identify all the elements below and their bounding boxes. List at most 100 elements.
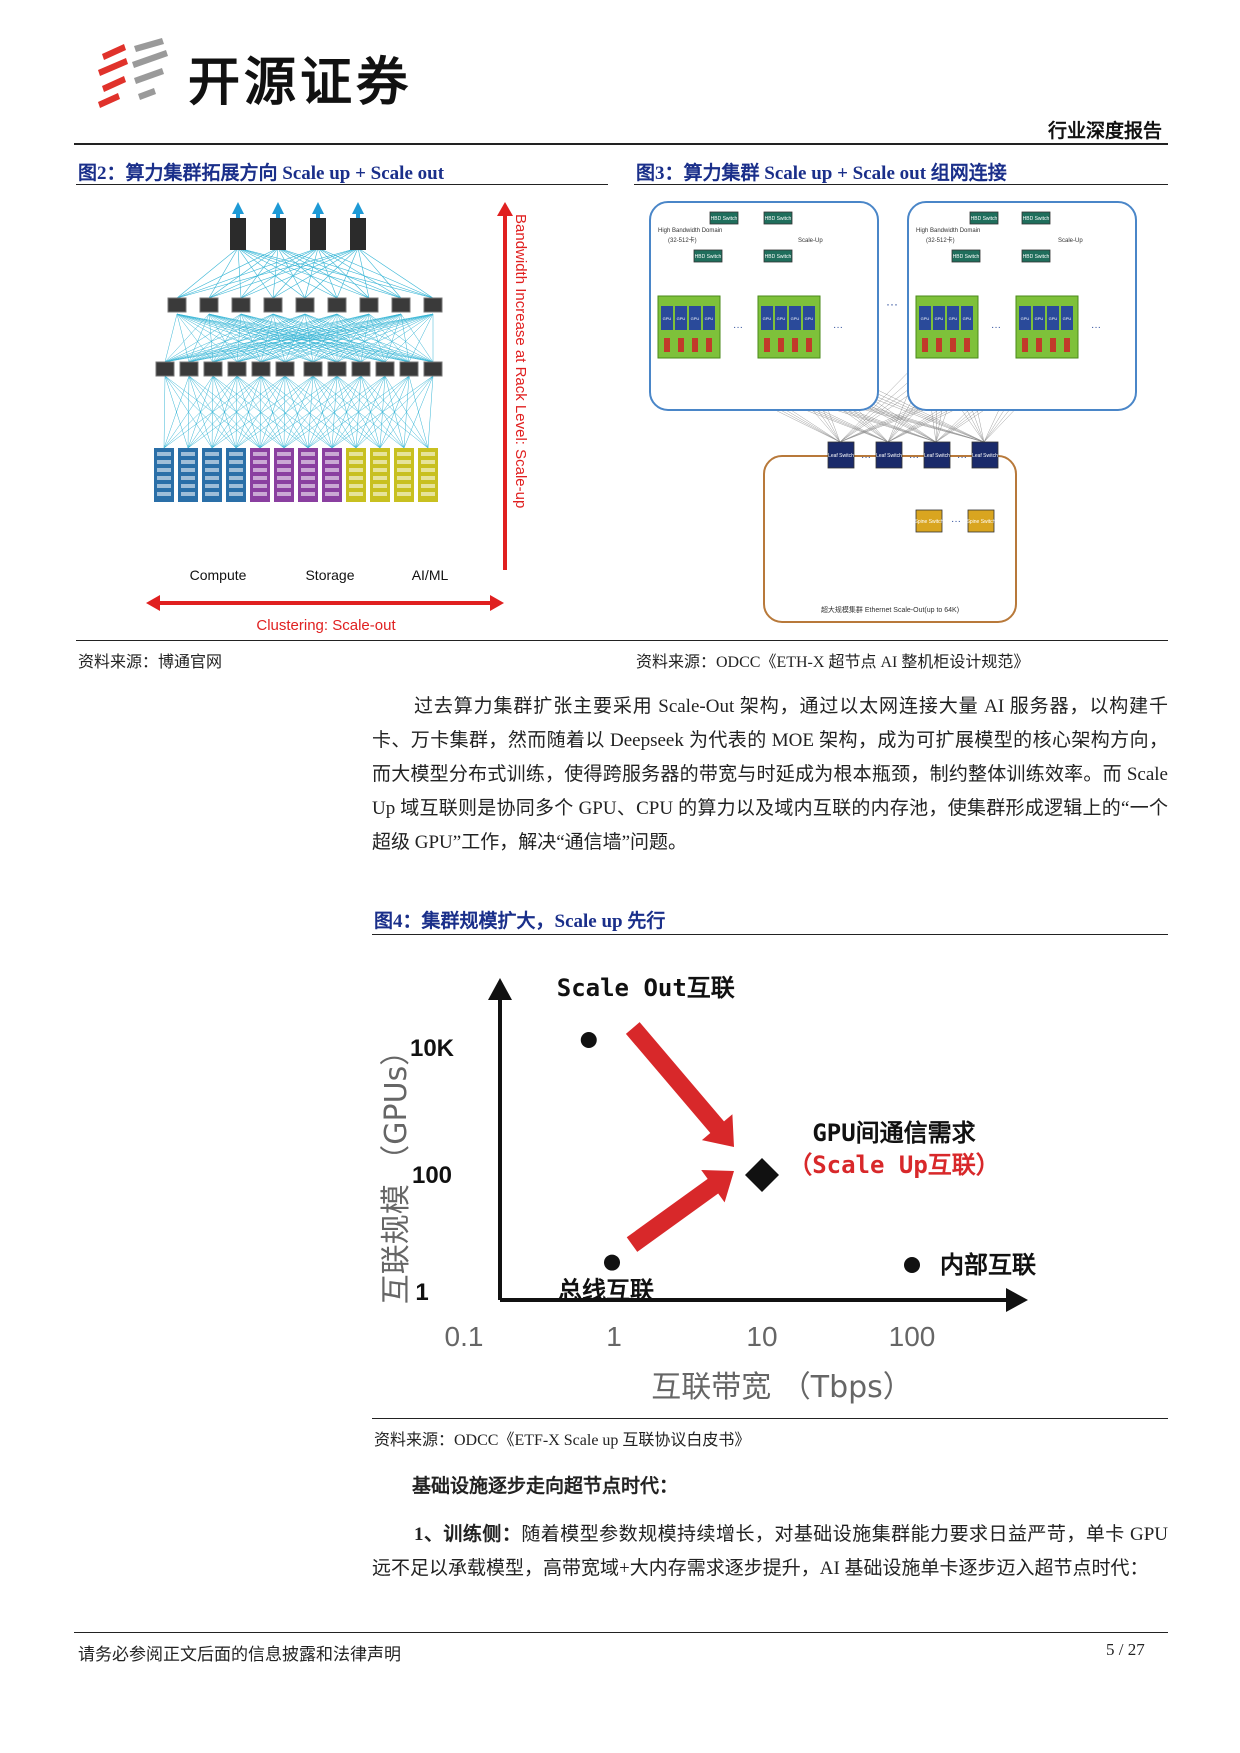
link-line [277, 247, 402, 299]
gpu-chip-label: GPU [1021, 316, 1030, 321]
link-line [164, 313, 370, 363]
leaf-switch [203, 361, 223, 377]
link-line [312, 313, 370, 363]
figure4-title: 图4：集群规模扩大，Scale up 先行 [374, 911, 666, 932]
link-line [176, 313, 386, 363]
gpu-chip [947, 306, 959, 330]
link-line [188, 313, 242, 363]
leaf-ellipsis: ··· [861, 452, 871, 463]
up-arrow-icon [352, 202, 364, 214]
pod-ellipsis: ··· [1091, 322, 1101, 333]
rack-unit [205, 452, 219, 456]
link-line [304, 247, 319, 299]
gpu-chip-label: GPU [949, 316, 958, 321]
gpu-chip-label: GPU [1035, 316, 1044, 321]
up-arrow-stem [236, 210, 240, 218]
body-paragraph-text: 过去算力集群扩张主要采用 Scale-Out 架构，通过以太网连接大量 AI 服… [372, 696, 1168, 853]
gpu-chip [1047, 306, 1059, 330]
figure2-title-rule [76, 184, 608, 185]
y-tick-label: 100 [412, 1162, 452, 1189]
nic-card [706, 338, 712, 352]
link-line [283, 375, 386, 449]
header-divider [74, 143, 1168, 145]
rack-unit [229, 460, 243, 464]
hbd-switch [709, 211, 739, 225]
spine-ellipsis: ··· [951, 516, 961, 527]
rack-unit [373, 492, 387, 496]
link-line [211, 375, 286, 449]
leaf-switch [251, 361, 271, 377]
rack-unit [205, 460, 219, 464]
nic-card [1050, 338, 1056, 352]
report-type: 行业深度报告 [1048, 120, 1163, 142]
nic-card [922, 338, 928, 352]
hbd-switch [1021, 211, 1051, 225]
link-line [208, 313, 386, 363]
core-switch [310, 218, 326, 250]
link-line [211, 375, 314, 449]
link-line [240, 247, 319, 299]
rack-unit [397, 492, 411, 496]
hbd-right-sublabel: (32-512卡) [926, 236, 955, 244]
rack-unit [373, 460, 387, 464]
link-line [188, 313, 274, 363]
core-switch [350, 218, 366, 250]
link-line [277, 247, 434, 299]
link-line [176, 247, 279, 299]
rack-unit [301, 476, 315, 480]
spine-switch-label: Spine Switch [915, 519, 944, 525]
link-line [212, 313, 242, 363]
spine-switch [915, 509, 943, 533]
gpu-chip-label: GPU [921, 316, 930, 321]
rack-unit [277, 452, 291, 456]
scale-out-domain [763, 455, 1017, 623]
link-line [284, 375, 381, 449]
figure2-diagram: Bandwidth Increase at Rack Level: Scale-… [146, 202, 529, 634]
gpu-chip-label: GPU [691, 316, 700, 321]
annotation-arrow-shape [626, 1169, 735, 1252]
hbd-switch-label: HBD Switch [1023, 216, 1050, 222]
scale-out-right-arrowhead-icon [490, 595, 504, 611]
rack-unit [349, 492, 363, 496]
up-arrow-stem [316, 210, 320, 218]
chart-axes [488, 978, 1028, 1312]
link-line [284, 375, 357, 449]
rack-unit [157, 460, 171, 464]
rack-unit [373, 476, 387, 480]
link-line [331, 375, 410, 449]
gpu-chip [703, 306, 715, 330]
spine-switch [391, 297, 411, 313]
spine-switch [295, 297, 315, 313]
link-line [235, 375, 338, 449]
leaf-switch [971, 441, 999, 469]
gpu-chip [1033, 306, 1045, 330]
rack-unit [229, 476, 243, 480]
link-line [208, 313, 238, 363]
chart-annotation-arrows [625, 1022, 735, 1252]
link-line [176, 247, 359, 299]
chart-x-label: 互联带宽 （Tbps） [651, 1370, 913, 1405]
rack-unit [325, 452, 339, 456]
leaf-ellipsis: ··· [957, 452, 967, 463]
rack-unit [397, 484, 411, 488]
link-line [312, 313, 338, 363]
link-line [277, 247, 370, 299]
link-line [235, 375, 314, 449]
logo-mark-icon [98, 38, 168, 108]
link-line [317, 247, 370, 299]
link-line [283, 375, 286, 449]
hbd-switch [969, 211, 999, 225]
rack-unit [157, 484, 171, 488]
footer-disclaimer: 请务必参阅正文后面的信息披露和法律声明 [78, 1645, 401, 1664]
leaf-switch-label: Leaf Switch [924, 453, 950, 459]
link-line [240, 313, 314, 363]
company-name: 开源证券 [188, 53, 413, 113]
link-line [164, 313, 178, 363]
gpu-chip [919, 306, 931, 330]
y-axis-arrow-icon [488, 978, 512, 1000]
link-line [284, 375, 333, 449]
rack-unit [397, 460, 411, 464]
rack-unit [181, 468, 195, 472]
link-line [236, 313, 370, 363]
